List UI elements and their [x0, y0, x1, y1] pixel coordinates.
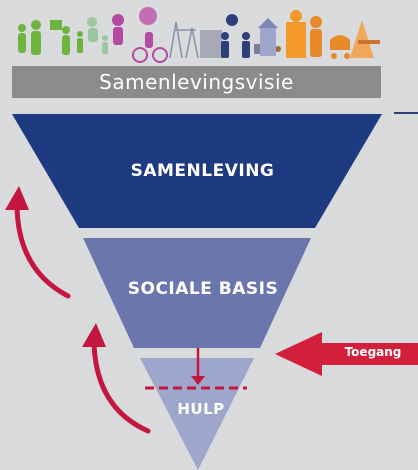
- banner-title: Samenlevingsvisie: [12, 66, 381, 98]
- stroller-icon: [330, 35, 350, 59]
- tier-sociale-basis: [83, 238, 311, 348]
- down-arrow-head: [191, 376, 205, 385]
- tier-label-sociale-basis: SOCIALE BASIS: [127, 279, 279, 299]
- child-icon: [87, 17, 108, 54]
- tier-label-hulp: HULP: [177, 400, 225, 418]
- house-icon: [258, 10, 306, 58]
- trees-icon: [350, 20, 380, 58]
- school-icon: [200, 14, 238, 58]
- banner-illustration: [18, 7, 380, 63]
- curve-arrow-upper-head: [5, 186, 29, 210]
- cyclist-icon: [112, 7, 168, 63]
- curve-arrow-lower: [91, 340, 151, 434]
- curve-arrow-lower-head: [82, 323, 106, 347]
- tier-hulp: [140, 358, 254, 470]
- family-icon: [310, 16, 322, 57]
- tier-samenleving: [12, 114, 382, 228]
- tier-label-samenleving: SAMENLEVING: [130, 161, 275, 181]
- toegang-label: Toegang: [344, 345, 402, 359]
- people-icon: [18, 20, 83, 55]
- playground-icon: [169, 21, 199, 59]
- curve-arrow-upper: [14, 203, 71, 299]
- toegang-arrow: [275, 332, 418, 376]
